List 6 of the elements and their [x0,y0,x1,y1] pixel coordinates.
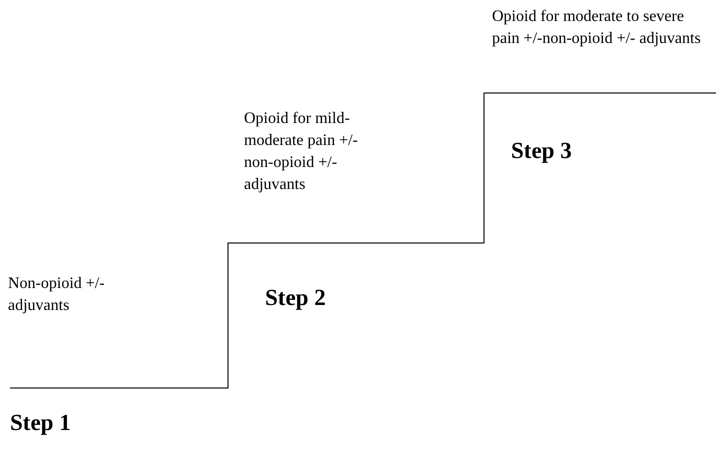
step-description: Non-opioid +/- adjuvants [8,274,106,316]
step-title: Step 2 [265,285,326,311]
step-title: Step 1 [10,410,71,436]
step-description: Opioid for mild-moderate pain +/-non-opioid +/- adjuvants [244,109,359,195]
step-description: Opioid for moderate to severe pain +/-non-opioid +/- adjuvants [492,7,702,49]
step-title: Step 3 [511,138,572,164]
